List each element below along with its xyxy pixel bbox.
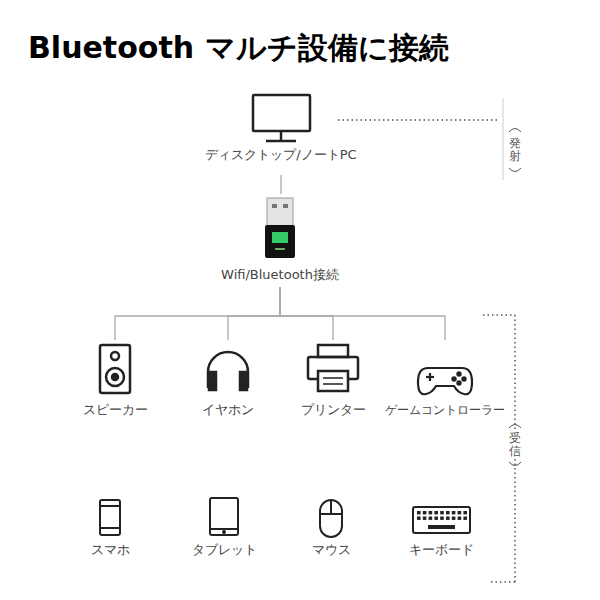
- direction-label: 発射: [509, 137, 521, 163]
- tablet-icon: [210, 498, 238, 535]
- device-label: Wifi/Bluetooth接続: [217, 267, 343, 283]
- device-label: ディスクトップ/ノートPC: [201, 147, 361, 163]
- device-label: プリンター: [297, 402, 370, 418]
- device-node: ゲームコントローラー: [381, 340, 509, 418]
- device-node: プリンター: [297, 340, 370, 418]
- device-label: イヤホン: [198, 402, 258, 418]
- device-node: タブレット: [188, 494, 261, 558]
- usb-dongle-icon: [265, 198, 295, 258]
- connector-line: [228, 287, 280, 340]
- device-node: スピーカー: [79, 340, 152, 418]
- icon-space: [297, 340, 370, 402]
- icon-space: [201, 92, 361, 147]
- connector-line: [280, 175, 281, 194]
- icon-space: [381, 340, 509, 402]
- device-label: タブレット: [188, 542, 261, 558]
- keyboard-keys: [417, 511, 467, 520]
- gamepad-icon: [418, 368, 472, 394]
- monitor-icon: [253, 95, 310, 141]
- mouse-icon: [320, 500, 342, 537]
- device-label: キーボード: [405, 542, 478, 558]
- connector-line: [280, 287, 333, 340]
- icon-space: [308, 496, 355, 542]
- icon-space: [79, 340, 152, 402]
- transmit-bracket: [338, 98, 521, 180]
- receive-parens: [509, 425, 521, 466]
- printer-icon: [308, 345, 358, 391]
- speaker-icon: [100, 345, 130, 393]
- connector-line: [115, 287, 280, 340]
- smartphone-icon: [100, 500, 120, 535]
- device-label: ゲームコントローラー: [381, 402, 509, 418]
- device-node: マウス: [308, 496, 355, 558]
- device-node: キーボード: [405, 503, 478, 558]
- device-node: ディスクトップ/ノートPC: [201, 92, 361, 163]
- icon-space: [188, 494, 261, 542]
- device-label: マウス: [308, 542, 355, 558]
- icon-space: [87, 496, 134, 542]
- title: Bluetooth マルチ設備に接続: [28, 28, 449, 68]
- keyboard-icon: [413, 507, 470, 533]
- icon-space: [198, 340, 258, 402]
- device-node: イヤホン: [198, 340, 258, 418]
- device-node: Wifi/Bluetooth接続: [217, 196, 343, 283]
- connector-line: [280, 287, 445, 340]
- headphones-icon: [208, 352, 248, 390]
- device-node: スマホ: [87, 496, 134, 558]
- icon-space: [405, 503, 478, 542]
- device-label: スマホ: [87, 542, 134, 558]
- device-label: スピーカー: [79, 402, 152, 418]
- icon-space: [217, 196, 343, 267]
- direction-label: 受信: [509, 432, 521, 458]
